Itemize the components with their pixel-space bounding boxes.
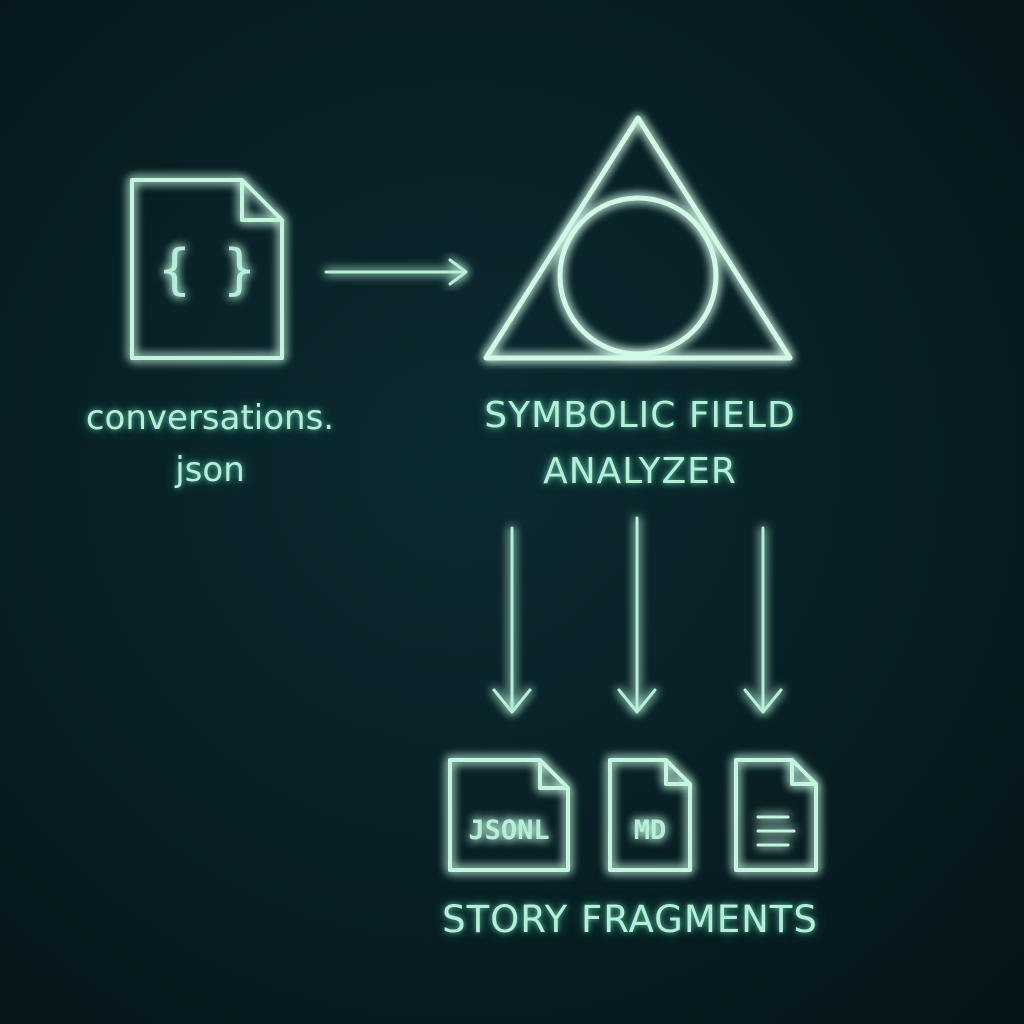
arrow-to-analyzer — [324, 258, 468, 286]
md-tag: MD — [634, 815, 667, 846]
arrow-down-2 — [617, 516, 657, 714]
jsonl-file-icon: JSONL — [448, 758, 570, 872]
source-label-line1: conversations. — [85, 398, 335, 438]
outputs-label: STORY FRAGMENTS — [442, 898, 818, 941]
triangle-circle-icon — [483, 115, 793, 361]
source-file-label: conversations. json — [40, 392, 380, 496]
analyzer-label-line2: ANALYZER — [543, 451, 737, 492]
arrows-to-outputs — [492, 516, 783, 714]
jsonl-tag: JSONL — [468, 815, 549, 846]
arrow-down-1 — [492, 526, 532, 714]
arrow-down-3 — [743, 526, 783, 714]
braces-glyph: { } — [158, 238, 256, 301]
analyzer-label: SYMBOLIC FIELD ANALYZER — [420, 388, 860, 500]
source-label-line2: json — [175, 450, 245, 490]
markdown-file-icon: MD — [608, 758, 692, 872]
json-file-icon: { } — [130, 178, 284, 360]
analyzer-label-line1: SYMBOLIC FIELD — [484, 395, 796, 436]
text-file-icon — [734, 758, 818, 872]
